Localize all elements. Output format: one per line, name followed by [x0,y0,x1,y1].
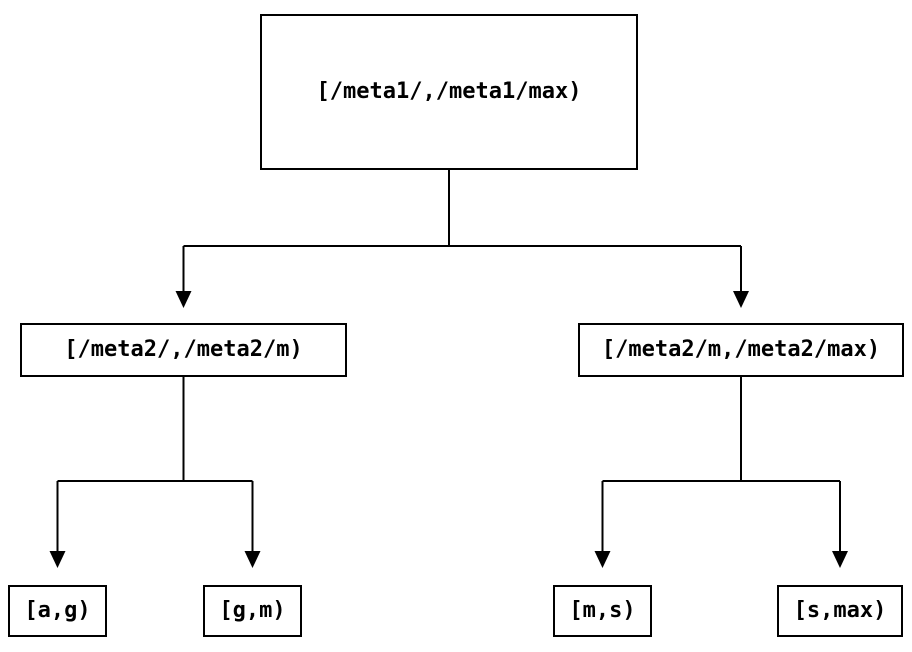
tree-leaf-ag: [a,g) [8,585,107,637]
tree-node-left: [/meta2/,/meta2/m) [20,323,347,377]
tree-node-right: [/meta2/m,/meta2/max) [578,323,904,377]
connector-right-children [601,377,841,552]
arrowhead-down-icon [832,551,848,568]
tree-leaf-ms: [m,s) [553,585,652,637]
arrowhead-down-icon [244,551,261,568]
tree-node-root-label: [/meta1/,/meta1/max) [316,79,582,104]
arrowhead-down-icon [733,291,749,308]
tree-node-right-label: [/meta2/m,/meta2/max) [601,337,881,362]
tree-leaf-smax-label: [s,max) [793,598,887,623]
tree-node-left-label: [/meta2/,/meta2/m) [64,337,303,362]
tree-leaf-ag-label: [a,g) [24,598,91,623]
tree-leaf-gm: [g,m) [203,585,302,637]
tree-leaf-ms-label: [m,s) [569,598,636,623]
connector-left-children [56,377,254,552]
tree-leaf-gm-label: [g,m) [219,598,286,623]
arrowhead-down-icon [175,291,192,308]
tree-node-root: [/meta1/,/meta1/max) [260,14,638,170]
arrowhead-down-icon [49,551,66,568]
tree-leaf-smax: [s,max) [777,585,903,637]
arrowhead-down-icon [594,551,611,568]
connector-root-children [182,170,742,292]
